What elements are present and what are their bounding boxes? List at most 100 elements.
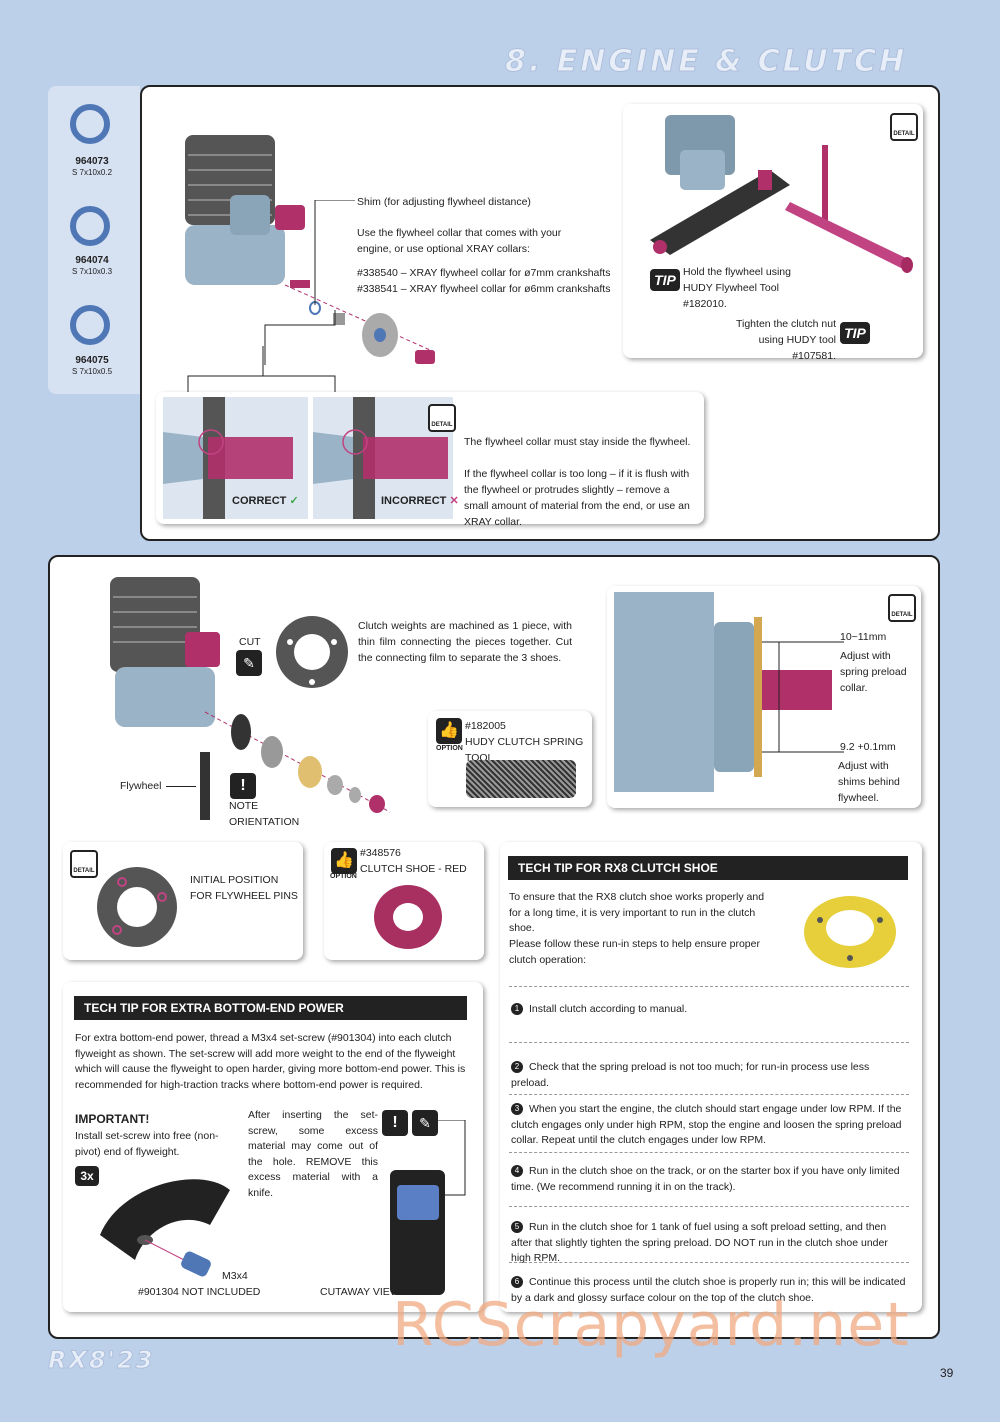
divider [509, 1262, 909, 1263]
detail-icon: DETAIL [70, 850, 98, 878]
detail-icon: DETAIL [890, 113, 918, 141]
dimension-2: 9.2 +0.1mm [840, 741, 896, 753]
shoe-name: CLUTCH SHOE - RED [360, 863, 467, 875]
cutaway-label: CUTAWAY VIEW [320, 1286, 400, 1298]
screw-label: M3x4 [222, 1270, 248, 1282]
rx8-intro-1: To ensure that the RX8 clutch shoe works… [509, 891, 765, 934]
initial-position-text: INITIAL POSITION FOR FLYWHEEL PINS [190, 874, 298, 902]
weights-note: Clutch weights are machined as 1 piece, … [358, 620, 572, 664]
divider [509, 1042, 909, 1043]
tip-badge: TIP [840, 322, 870, 344]
knife-icon: ✎ [412, 1110, 438, 1136]
important-heading: IMPORTANT! [75, 1112, 150, 1126]
page-number: 39 [940, 1366, 954, 1380]
divider [509, 1206, 909, 1207]
shim-code: 964074 [75, 255, 109, 266]
shim-code: 964075 [75, 355, 109, 366]
step-number: 2 [511, 1061, 523, 1073]
step-text: Check that the spring preload is not too… [511, 1061, 870, 1089]
clutch-side-illustration [614, 592, 844, 792]
dimension-1: 10~11mm [840, 631, 887, 643]
section-title: 8. ENGINE & CLUTCH [504, 44, 908, 80]
shim-size: S 7x10x0.2 [71, 168, 113, 177]
spring-tool-image [466, 760, 576, 798]
flywheel-pins-illustration [97, 867, 177, 947]
shoe-code: #348576 [360, 847, 401, 859]
shim-label: Shim (for adjusting flywheel distance) [357, 196, 531, 208]
tip-hold-text: Hold the flywheel using HUDY Flywheel To… [683, 266, 791, 310]
note-orientation: NOTE ORIENTATION [229, 800, 300, 828]
step-number: 4 [511, 1165, 523, 1177]
screw-code: #901304 NOT INCLUDED [138, 1286, 261, 1298]
cut-label: CUT [239, 636, 261, 648]
collar-option-2: #338541 – XRAY flywheel collar for ø6mm … [357, 283, 611, 295]
step-text: Run in the clutch shoe on the track, or … [511, 1165, 900, 1193]
shim-code: 964073 [75, 156, 109, 167]
warning-icon: ! [230, 773, 256, 799]
warning-icon: ! [382, 1110, 408, 1136]
leader-lines [264, 200, 355, 365]
divider [509, 1094, 909, 1095]
flywheel-arrow [166, 786, 196, 787]
quantity-badge: 3x [75, 1166, 99, 1186]
shim-ring-icon [70, 305, 110, 345]
thumb-up-icon: 👍 [436, 718, 462, 744]
spring-tool-code: #182005 [465, 720, 506, 732]
shim-ring-icon [70, 104, 110, 144]
correct-label: CORRECT ✓ [232, 495, 299, 507]
important-body: Install set-screw into free (non-pivot) … [75, 1130, 219, 1158]
engine-illustration [185, 135, 435, 364]
tip-badge: TIP [650, 269, 680, 291]
dimension-1-note: Adjust with spring preload collar. [840, 650, 907, 694]
rx8-intro-2: Please follow these run-in steps to help… [509, 938, 760, 966]
divider [509, 986, 909, 987]
red-shoe-illustration [374, 885, 442, 949]
collar-option-1: #338540 – XRAY flywheel collar for ø7mm … [357, 267, 611, 279]
step-number: 3 [511, 1103, 523, 1115]
cross-icon: ✕ [449, 495, 459, 507]
option-badge: OPTION [436, 745, 463, 752]
collar-intro: Use the flywheel collar that comes with … [357, 227, 562, 255]
step-text: Continue this process until the clutch s… [511, 1276, 906, 1304]
extra-power-title: TECH TIP FOR EXTRA BOTTOM-END POWER [74, 996, 467, 1020]
extra-power-body: For extra bottom-end power, thread a M3x… [75, 1032, 466, 1091]
collar-comparison-illustration [163, 397, 453, 519]
incorrect-label: INCORRECT ✕ [381, 495, 459, 507]
thumb-up-icon: 👍 [331, 848, 357, 874]
knife-icon: ✎ [236, 650, 262, 676]
dimension-2-note: Adjust with shims behind flywheel. [838, 760, 900, 804]
collar-note-2: If the flywheel collar is too long – if … [464, 468, 690, 528]
shim-size: S 7x10x0.3 [71, 267, 113, 276]
after-note: After inserting the set-screw, some exce… [248, 1109, 378, 1199]
collar-note: The flywheel collar must stay inside the… [464, 436, 691, 448]
cutaway-illustration [390, 1120, 466, 1295]
product-logo: RX8'23 [47, 1346, 155, 1375]
step-number: 1 [511, 1003, 523, 1015]
step-text: Run in the clutch shoe for 1 tank of fue… [511, 1221, 888, 1264]
run-in-step: 1 Install clutch according to manual. [511, 1002, 903, 1018]
flywheel-label: Flywheel [120, 780, 162, 792]
yellow-shoe-illustration [804, 896, 896, 968]
check-icon: ✓ [289, 495, 299, 507]
option-badge: OPTION [330, 873, 357, 880]
step-number: 5 [511, 1221, 523, 1233]
shim-size: S 7x10x0.5 [71, 367, 113, 376]
step-text: Install clutch according to manual. [529, 1003, 688, 1015]
step-text: When you start the engine, the clutch sh… [511, 1103, 902, 1146]
step-number: 6 [511, 1276, 523, 1288]
detail-icon: DETAIL [888, 594, 916, 622]
detail-icon: DETAIL [428, 404, 456, 432]
flywheel-tool-illustration [650, 115, 913, 273]
divider [509, 1152, 909, 1153]
watermark: RCScrapyard.net [392, 1290, 910, 1360]
rx8-tip-title: TECH TIP FOR RX8 CLUTCH SHOE [508, 856, 908, 880]
clutch-exploded-illustration [110, 577, 391, 820]
flyweight-illustration [100, 1179, 230, 1277]
shim-ring-icon [70, 206, 110, 246]
clutch-shoe-ring-illustration [276, 616, 348, 688]
